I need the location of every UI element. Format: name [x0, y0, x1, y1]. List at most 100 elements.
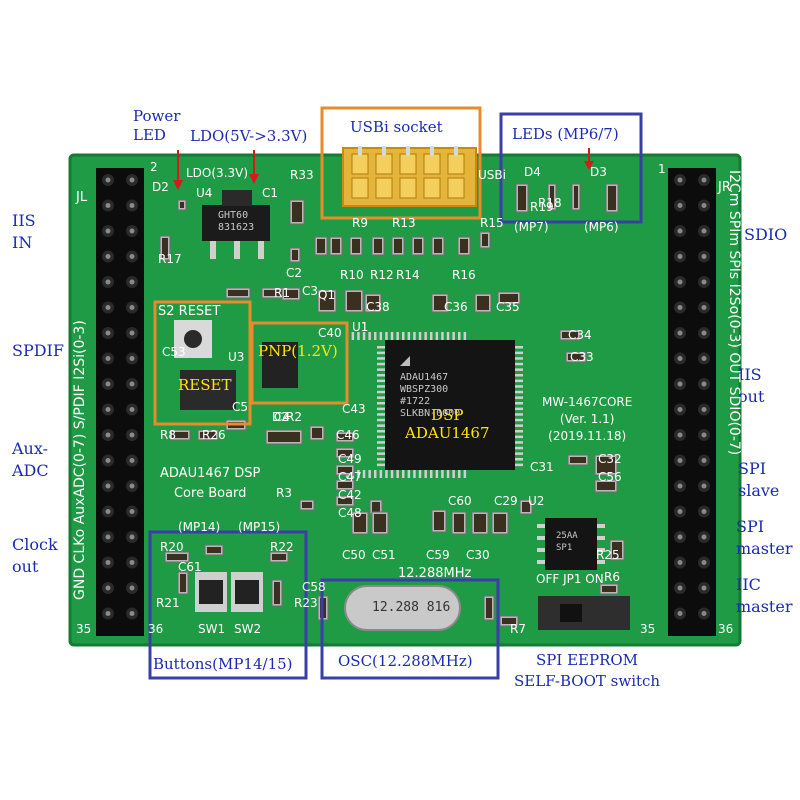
component-designator: C32: [598, 452, 622, 466]
silk-u2: U2: [528, 494, 545, 508]
osc-callout-box: [320, 578, 500, 680]
component-designator: C49: [338, 452, 362, 466]
usbi-callout-box: [320, 106, 482, 220]
silk-jp1: OFF JP1 ON: [536, 572, 604, 586]
component-designator: C36: [444, 300, 468, 314]
reset-callout-box: [153, 300, 252, 426]
silk-d3: D3: [590, 165, 607, 179]
component-designator: C34: [568, 328, 592, 342]
label-aux-adc: Aux- ADC: [12, 439, 49, 480]
component-designator: C3: [302, 284, 319, 298]
component-designator: C2: [286, 266, 303, 280]
silk-freq: 12.288MHz: [398, 566, 472, 581]
component-designator: R2: [286, 410, 302, 424]
silk-sw2: SW2: [234, 622, 262, 636]
component-designator: R26: [202, 428, 226, 442]
silk-d2: D2: [152, 180, 169, 194]
component-designator: R1: [274, 286, 290, 300]
label-iis-in: IIS IN: [12, 211, 36, 252]
component-designator: D2: [272, 410, 289, 424]
silk-pin35-left: 35: [76, 622, 92, 636]
component-designator: C38: [366, 300, 390, 314]
component-designator: R21: [156, 596, 180, 610]
component-designator: R12: [370, 268, 394, 282]
label-spdif: SPDIF: [12, 341, 64, 360]
component-designator: R13: [392, 216, 416, 230]
ldo-chip: [202, 205, 270, 241]
eeprom-marking: 25AA SP1: [556, 531, 578, 553]
component-designator: R17: [158, 252, 182, 266]
component-designator: C35: [496, 300, 520, 314]
silk-jr: JR: [718, 180, 731, 195]
silk-c1: C1: [262, 186, 279, 200]
silk-sw1: SW1: [198, 622, 226, 636]
silk-usbi: USBi: [478, 168, 506, 182]
component-designator: C29: [494, 494, 518, 508]
component-designator: R3: [276, 486, 292, 500]
component-designator: C48: [338, 506, 362, 520]
component-designator: R8: [160, 428, 176, 442]
silk-left-vertical: GND CLKo AuxADC(0-7) S/PDIF I2Si(0-3): [72, 320, 88, 600]
buttons-callout-box: [148, 530, 308, 680]
silk-mw: MW-1467CORE (Ver. 1.1) (2019.11.18): [542, 395, 633, 443]
component-designator: C5: [232, 400, 249, 414]
silk-u3: U3: [228, 350, 245, 364]
label-leds: LEDs (MP6/7): [512, 125, 619, 143]
component-designator: R9: [352, 216, 368, 230]
component-designator: R25: [596, 548, 620, 562]
component-designator: C33: [570, 350, 594, 364]
annotation-pnp: PNP(1.2V): [258, 342, 338, 360]
component-designator: R18: [538, 196, 562, 210]
label-clock-out: Clock out: [12, 535, 58, 576]
silk-ldo: LDO(3.3V): [186, 166, 249, 180]
pnp-callout-box: [250, 321, 349, 405]
component-designator: C46: [336, 428, 360, 442]
silk-mp15: (MP15): [238, 520, 281, 534]
silk-s2-reset: S2 RESET: [158, 304, 221, 319]
component-designator: C43: [342, 402, 366, 416]
component-designator: R20: [160, 540, 184, 554]
component-designator: R6: [604, 570, 620, 584]
silk-mp14: (MP14): [178, 520, 221, 534]
component-designator: C47: [338, 470, 362, 484]
label-sdio: SDIO: [744, 225, 788, 244]
component-designator: C58: [302, 580, 326, 594]
eeprom-chip-graphic: [545, 518, 597, 570]
component-designator: C60: [448, 494, 472, 508]
component-designator: C51: [372, 548, 396, 562]
component-designator: R23: [294, 596, 318, 610]
silk-pin35-right: 35: [640, 622, 656, 636]
right-pin-header: [668, 168, 716, 636]
component-designator: C61: [178, 560, 202, 574]
annotation-reset: RESET: [178, 376, 232, 394]
component-designator: C4: [274, 410, 291, 424]
component-designator: R22: [270, 540, 294, 554]
component-designator: R10: [340, 268, 364, 282]
silk-d4: D4: [524, 165, 541, 179]
silk-jl: JL: [76, 190, 88, 205]
silk-pin36-left: 36: [148, 622, 164, 636]
component-designator: C31: [530, 460, 554, 474]
silk-r33: R33: [290, 168, 314, 182]
silk-u1: U1: [352, 320, 369, 334]
component-designator: R16: [452, 268, 476, 282]
component-designator: R14: [396, 268, 420, 282]
component-designator: C59: [426, 548, 450, 562]
silk-mp6: (MP6): [584, 220, 619, 234]
label-power-led: Power LED: [133, 107, 181, 144]
component-designator: R15: [480, 216, 504, 230]
component-designator: C53: [162, 345, 186, 359]
component-designator: R19: [530, 200, 554, 214]
ldo-chip-marking: GHT60 831623: [218, 210, 255, 233]
silk-pin1: 1: [658, 162, 666, 176]
component-designator: Q1: [318, 288, 336, 302]
silk-pin2: 2: [150, 160, 158, 174]
component-designator: C40: [318, 326, 342, 340]
label-spi-master: SPI master: [736, 517, 793, 558]
label-iic-master: IIC master: [736, 575, 793, 616]
silk-right-vertical: I2Cm SPIm SPIs I2So(0-3) OUT SDIO(0-7): [726, 170, 742, 456]
osc-marking: 12.288 816: [372, 600, 451, 615]
silk-board-name: ADAU1467 DSP Core Board: [160, 466, 261, 501]
component-designator: C30: [466, 548, 490, 562]
silk-pin36-right: 36: [718, 622, 734, 636]
